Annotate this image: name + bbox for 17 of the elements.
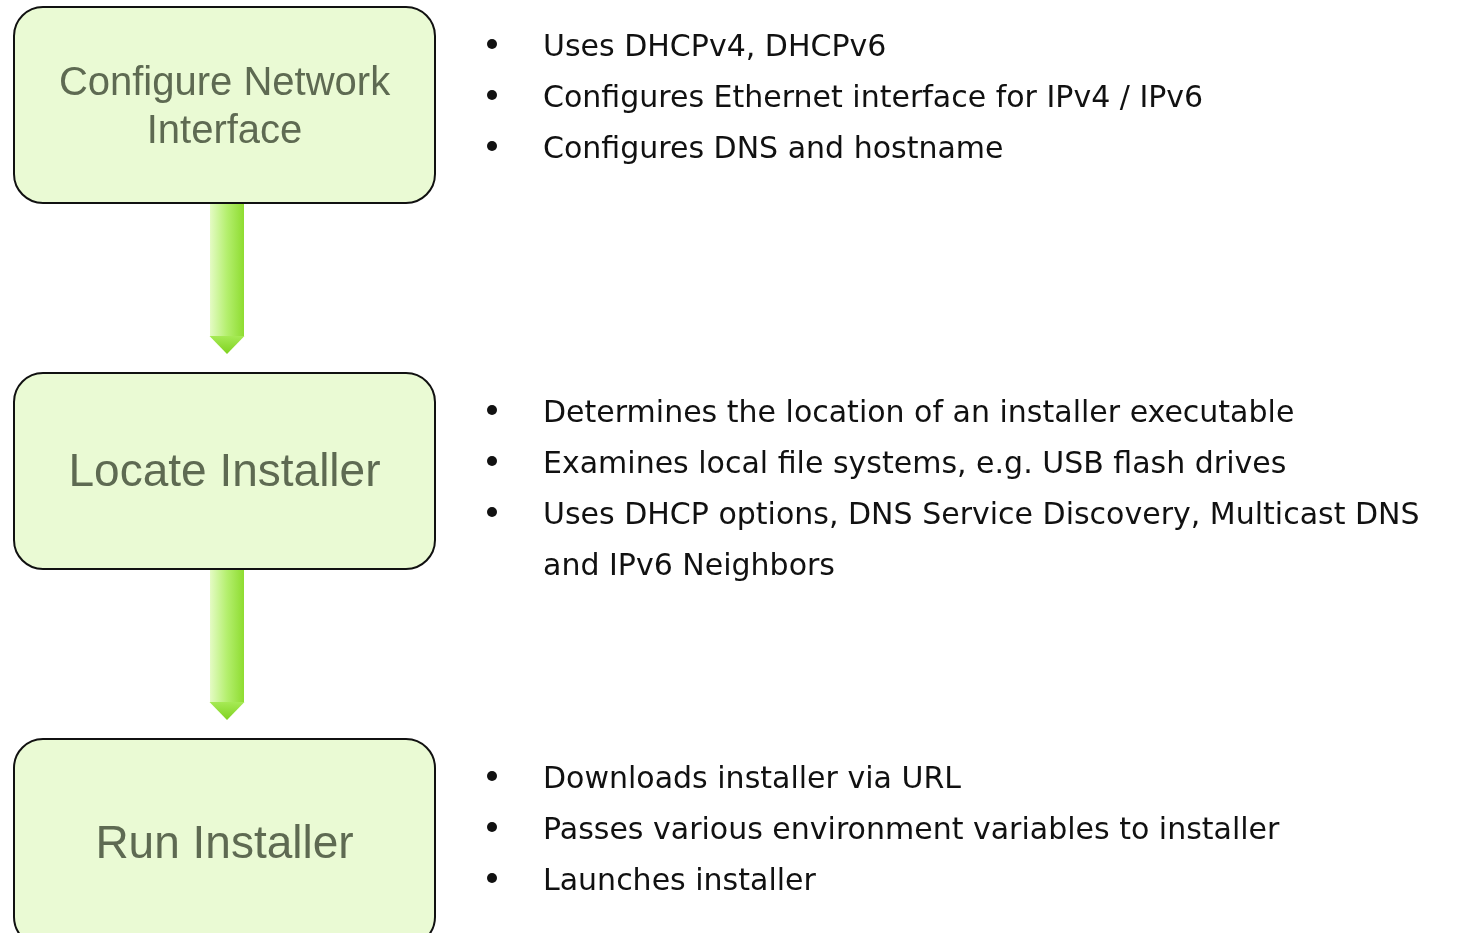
process-box <box>13 372 436 570</box>
step-label: Configure Network Interface <box>57 58 392 153</box>
step-label: Locate Installer <box>68 443 381 499</box>
process-box <box>13 738 436 933</box>
step-label: Run Installer <box>95 814 354 870</box>
bullet-text: Uses DHCP options, DNS Service Discovery, Multicast DNS and IPv6 Neighbors <box>543 495 1421 584</box>
bullet-text: Configures DNS and hostname <box>543 129 1005 167</box>
bullet-text: Examines local file systems, e.g. USB flash drives <box>543 444 1288 482</box>
bullet-text: Uses DHCPv4, DHCPv6 <box>543 27 888 65</box>
process-box <box>13 6 436 204</box>
bullet-text: Configures Ethernet interface for IPv4 / IPv6 <box>543 78 1205 116</box>
bullet-text: Launches installer <box>543 861 817 899</box>
arrow <box>209 570 245 720</box>
arrow <box>209 204 245 354</box>
bullet-text: Determines the location of an installer executable <box>543 393 1296 431</box>
bullet-text: Downloads installer via URL <box>543 759 962 797</box>
bullet-text: Passes various environment variables to installer <box>543 810 1281 848</box>
